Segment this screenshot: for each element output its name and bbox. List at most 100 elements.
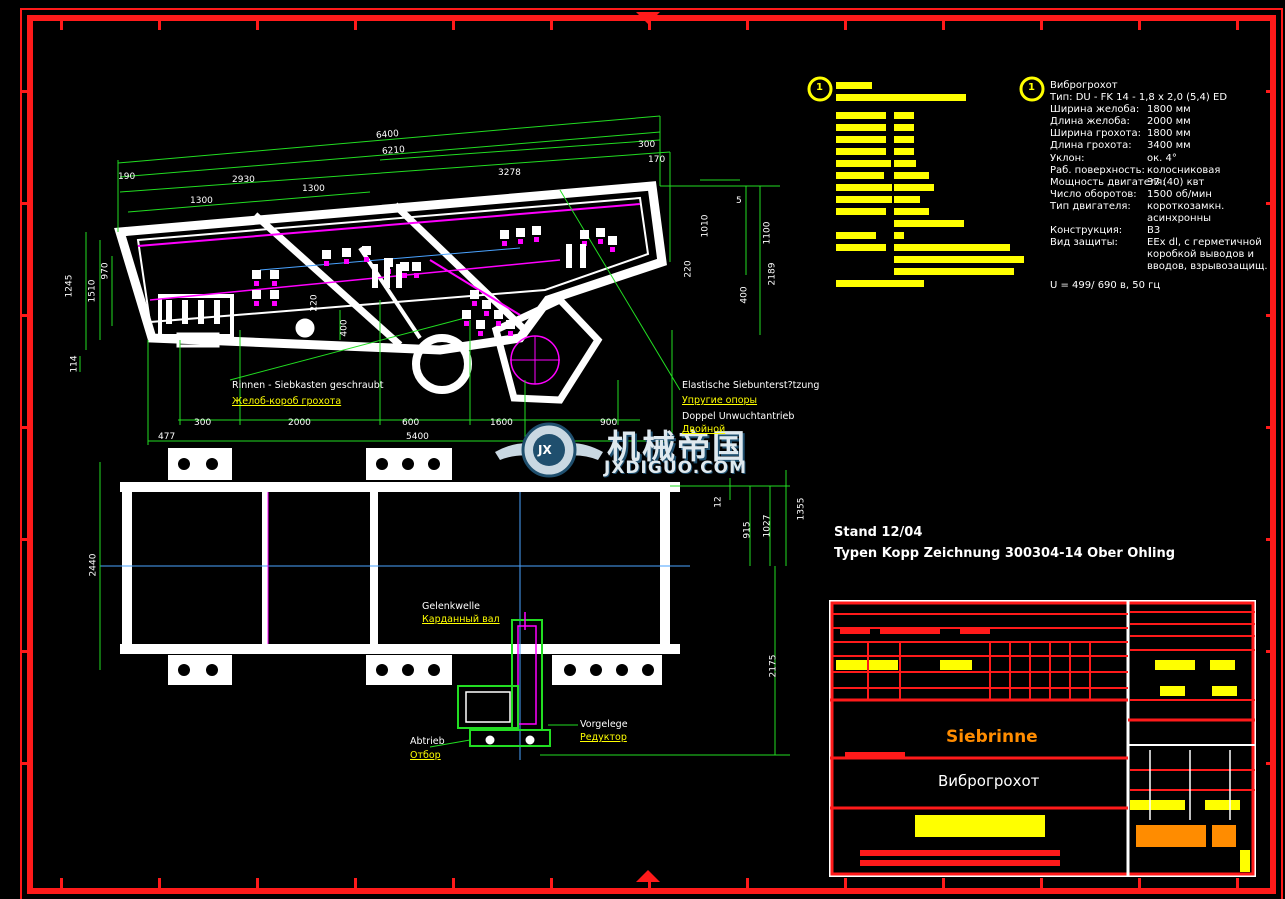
dim-1245: 1245 [64, 274, 75, 298]
spec-ru-row-value: EEx dl, с герметичной [1147, 237, 1262, 249]
bracket-marker [464, 321, 469, 326]
dim-3278: 3278 [498, 168, 521, 178]
tb-text-bar [840, 628, 870, 634]
dim-400a: 400 [739, 286, 750, 304]
bracket-block [596, 228, 605, 237]
bracket-marker [272, 301, 277, 306]
dim-5: 5 [736, 196, 742, 206]
dim-1600: 1600 [490, 418, 513, 428]
side-dimensions [79, 115, 780, 445]
frame-tick [354, 20, 357, 30]
bracket-block [580, 230, 589, 239]
dim-220: 220 [683, 260, 694, 278]
watermark-cn: 机械帝国 [607, 427, 747, 466]
dim-600: 600 [402, 418, 420, 428]
bracket-block [532, 226, 541, 235]
bracket-marker [344, 259, 349, 264]
spec-de-text-bar [836, 94, 966, 101]
spec-de-text-bar [894, 256, 1024, 263]
bracket-block [322, 250, 331, 259]
frame-tick [60, 20, 63, 30]
bracket-marker [478, 331, 483, 336]
frame-tick [942, 878, 945, 888]
spec-de-circle-label: 1 [816, 82, 823, 93]
bracket-marker [496, 321, 501, 326]
bracket-marker [402, 273, 407, 278]
bracket-block [462, 310, 471, 319]
tb-text-bar [860, 860, 1060, 866]
rib-plate [372, 264, 378, 288]
spec-ru-row-label: Раб. поверхность: [1050, 164, 1145, 176]
spec-ru-row-value: 1800 мм [1147, 128, 1191, 140]
spec-ru-row-label [1050, 213, 1147, 225]
bracket-block [270, 270, 279, 279]
bolt-hole [178, 664, 190, 676]
spec-de-circle [807, 76, 833, 102]
frame-tick [1266, 762, 1274, 765]
frame-tick [22, 90, 30, 93]
frame-tick [1040, 878, 1043, 888]
frame-tick [22, 650, 30, 653]
bolt-hole [428, 458, 440, 470]
spec-de-text-bar [836, 280, 924, 287]
bracket-marker [364, 257, 369, 262]
dim-2440: 2440 [88, 553, 99, 577]
note-rinnen: Rinnen - Siebkasten geschraubt [232, 380, 384, 391]
spec-de-text-bar [836, 184, 892, 191]
frame-tick [550, 20, 553, 30]
spec-de-text-bar [894, 172, 929, 179]
plan-view-bolt-holes [178, 458, 654, 676]
spec-de-text-bar [894, 112, 914, 119]
frame-tick [22, 426, 30, 429]
spec-ru-row-value: короткозамкн. [1147, 200, 1225, 212]
frame-tick [256, 20, 259, 30]
spec-de-text-bar [836, 82, 872, 89]
bracket-block [506, 320, 515, 329]
spec-ru-row-value: 3400 мм [1147, 140, 1191, 152]
dim-220b: 220 [309, 294, 320, 312]
bracket-marker [472, 301, 477, 306]
bolt-hole [376, 458, 388, 470]
spec-ru-row-value: B3 [1147, 225, 1161, 237]
dim-477: 477 [158, 432, 176, 442]
frame-tick [158, 20, 161, 30]
spec-ru-row: вводов, взрывозащищ. [1050, 261, 1268, 273]
dim-2189: 2189 [767, 262, 778, 286]
spec-ru-row: Длина желоба:2000 мм [1050, 116, 1268, 128]
bracket-block [470, 290, 479, 299]
tb-text-bar [845, 752, 905, 758]
dim-970: 970 [100, 262, 111, 280]
dim-6400: 6400 [375, 129, 400, 141]
spec-ru-row: Раб. поверхность:колосниковая [1050, 165, 1268, 177]
bracket-block [384, 258, 393, 267]
spec-de-text-bar [836, 244, 886, 251]
spec-de-text-bar [894, 124, 914, 131]
frame-tick [1040, 20, 1043, 30]
note-vorgelege: Vorgelege [580, 719, 628, 730]
spec-ru-row-value: ок. 4° [1147, 152, 1177, 164]
spec-ru-row: Уклон:ок. 4° [1050, 153, 1268, 165]
bolt-hole [206, 458, 218, 470]
rib-plate [580, 244, 586, 268]
bracket-block [494, 310, 503, 319]
bracket-marker [518, 239, 523, 244]
note-gelenkwelle: Gelenkwelle [422, 601, 480, 612]
bracket-block [270, 290, 279, 299]
dim-900: 900 [600, 418, 618, 428]
bracket-block [608, 236, 617, 245]
dim-915: 915 [742, 521, 753, 539]
spec-ru-row-value: колосниковая [1147, 164, 1221, 176]
spec-de-text-bar [894, 136, 914, 143]
spec-ru-row-label: Длина желоба: [1050, 116, 1130, 128]
dim-2175: 2175 [768, 654, 779, 678]
note-abtrieb: Abtrieb [410, 736, 445, 747]
spec-ru-row-label [1050, 261, 1147, 273]
note-elastische-ru: Упругие опоры [682, 395, 758, 406]
spec-de-text-bar [836, 136, 886, 143]
bolt-hole [564, 664, 576, 676]
spec-de-text-bar [836, 148, 886, 155]
spec-ru-row-value: вводов, взрывозащищ. [1147, 261, 1268, 273]
frame-tick [452, 20, 455, 30]
dim-400b: 400 [339, 319, 350, 337]
rib-plate [384, 264, 390, 288]
